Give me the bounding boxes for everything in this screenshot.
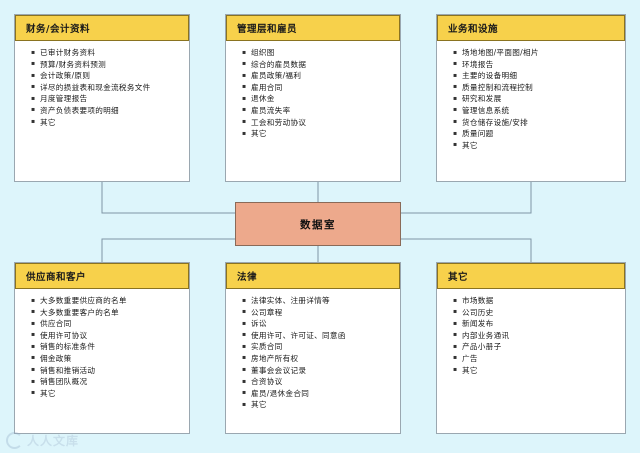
- list-item: 销售的标准条件: [31, 341, 185, 353]
- center-node-data-room[interactable]: 数据室: [235, 202, 401, 246]
- watermark-text: 人人文库: [27, 434, 80, 448]
- list-item: 其它: [242, 128, 396, 140]
- list-item: 其它: [453, 364, 621, 377]
- list-item: 雇员政策/福利: [242, 70, 396, 82]
- list-item: 质量问题: [453, 128, 621, 140]
- list-item: 环境报告: [453, 58, 621, 71]
- connector-center-to-finance: [101, 182, 235, 214]
- connector-center-to-operations: [401, 182, 532, 214]
- category-header-operations: 业务和设施: [437, 15, 625, 41]
- list-item: 其它: [242, 399, 396, 411]
- category-header-other: 其它: [437, 263, 625, 289]
- list-item: 已审计财务资料: [31, 47, 185, 59]
- list-item: 其它: [31, 387, 185, 400]
- list-item: 产品小册子: [453, 341, 621, 353]
- list-item: 大多数重要供应商的名单: [31, 295, 185, 307]
- category-list-management: 组织图 综合的雇员数据 雇员政策/福利 雇用合同 退休金 雇员流失率 工会和劳动…: [226, 41, 400, 181]
- watermark: 人人文库: [6, 432, 79, 449]
- list-item: 月度管理报告: [31, 93, 185, 105]
- list-item: 供应合同: [31, 318, 185, 330]
- category-header-management: 管理层和雇员: [226, 15, 400, 41]
- list-item: 预算/财务资料预测: [31, 58, 185, 71]
- list-item: 合资协议: [242, 376, 396, 388]
- category-header-finance: 财务/会计资料: [15, 15, 189, 41]
- center-node-label: 数据室: [300, 218, 336, 231]
- connector-center-to-other: [401, 238, 532, 262]
- list-item: 资产负债表要项的明细: [31, 104, 185, 117]
- list-item: 主要的设备明细: [453, 70, 621, 82]
- list-item: 退休金: [242, 93, 396, 105]
- category-box-finance[interactable]: 财务/会计资料 已审计财务资料 预算/财务资料预测 会计政策/原则 详尽的损益表…: [14, 14, 190, 182]
- list-item: 质量控制和流程控制: [453, 81, 621, 94]
- list-item: 大多数重要客户的名单: [31, 306, 185, 319]
- list-item: 销售团队概况: [31, 376, 185, 388]
- category-list-operations: 场地地图/平面图/相片 环境报告 主要的设备明细 质量控制和流程控制 研究和发展…: [437, 41, 625, 181]
- list-item: 公司历史: [453, 306, 621, 319]
- list-item: 雇员/退休金合同: [242, 387, 396, 400]
- list-item: 其它: [453, 139, 621, 152]
- list-item: 广告: [453, 352, 621, 365]
- list-item: 使用许可、许可证、同意函: [242, 329, 396, 342]
- list-item: 其它: [31, 116, 185, 129]
- category-box-suppliers[interactable]: 供应商和客户 大多数重要供应商的名单 大多数重要客户的名单 供应合同 使用许可协…: [14, 262, 190, 434]
- list-item: 详尽的损益表和现金流税务文件: [31, 81, 185, 94]
- category-box-management[interactable]: 管理层和雇员 组织图 综合的雇员数据 雇员政策/福利 雇用合同 退休金 雇员流失…: [225, 14, 401, 182]
- list-item: 场地地图/平面图/相片: [453, 47, 621, 59]
- category-list-other: 市场数据 公司历史 新闻发布 内部业务通讯 产品小册子 广告 其它: [437, 289, 625, 433]
- category-list-legal: 法律实体、注册详情等 公司章程 诉讼 使用许可、许可证、同意函 实质合同 房地产…: [226, 289, 400, 433]
- list-item: 货仓储存设施/安排: [453, 116, 621, 129]
- list-item: 内部业务通讯: [453, 329, 621, 342]
- category-list-suppliers: 大多数重要供应商的名单 大多数重要客户的名单 供应合同 使用许可协议 销售的标准…: [15, 289, 189, 433]
- list-item: 新闻发布: [453, 318, 621, 330]
- list-item: 工会和劳动协议: [242, 116, 396, 129]
- category-box-legal[interactable]: 法律 法律实体、注册详情等 公司章程 诉讼 使用许可、许可证、同意函 实质合同 …: [225, 262, 401, 434]
- list-item: 管理信息系统: [453, 104, 621, 117]
- list-item: 组织图: [242, 47, 396, 59]
- connector-center-to-suppliers: [101, 238, 235, 262]
- list-item: 实质合同: [242, 341, 396, 353]
- category-box-operations[interactable]: 业务和设施 场地地图/平面图/相片 环境报告 主要的设备明细 质量控制和流程控制…: [436, 14, 626, 182]
- list-item: 会计政策/原则: [31, 70, 185, 82]
- list-item: 雇员流失率: [242, 104, 396, 117]
- category-header-legal: 法律: [226, 263, 400, 289]
- list-item: 房地产所有权: [242, 352, 396, 365]
- list-item: 销售和推销活动: [31, 364, 185, 377]
- list-item: 综合的雇员数据: [242, 58, 396, 71]
- list-item: 使用许可协议: [31, 329, 185, 342]
- category-header-suppliers: 供应商和客户: [15, 263, 189, 289]
- list-item: 诉讼: [242, 318, 396, 330]
- list-item: 董事会会议记录: [242, 364, 396, 377]
- list-item: 市场数据: [453, 295, 621, 307]
- list-item: 研究和发展: [453, 93, 621, 105]
- watermark-ring-icon: [6, 432, 23, 449]
- category-list-finance: 已审计财务资料 预算/财务资料预测 会计政策/原则 详尽的损益表和现金流税务文件…: [15, 41, 189, 181]
- list-item: 法律实体、注册详情等: [242, 295, 396, 307]
- list-item: 雇用合同: [242, 81, 396, 94]
- list-item: 公司章程: [242, 306, 396, 319]
- list-item: 佣金政策: [31, 352, 185, 365]
- category-box-other[interactable]: 其它 市场数据 公司历史 新闻发布 内部业务通讯 产品小册子 广告 其它: [436, 262, 626, 434]
